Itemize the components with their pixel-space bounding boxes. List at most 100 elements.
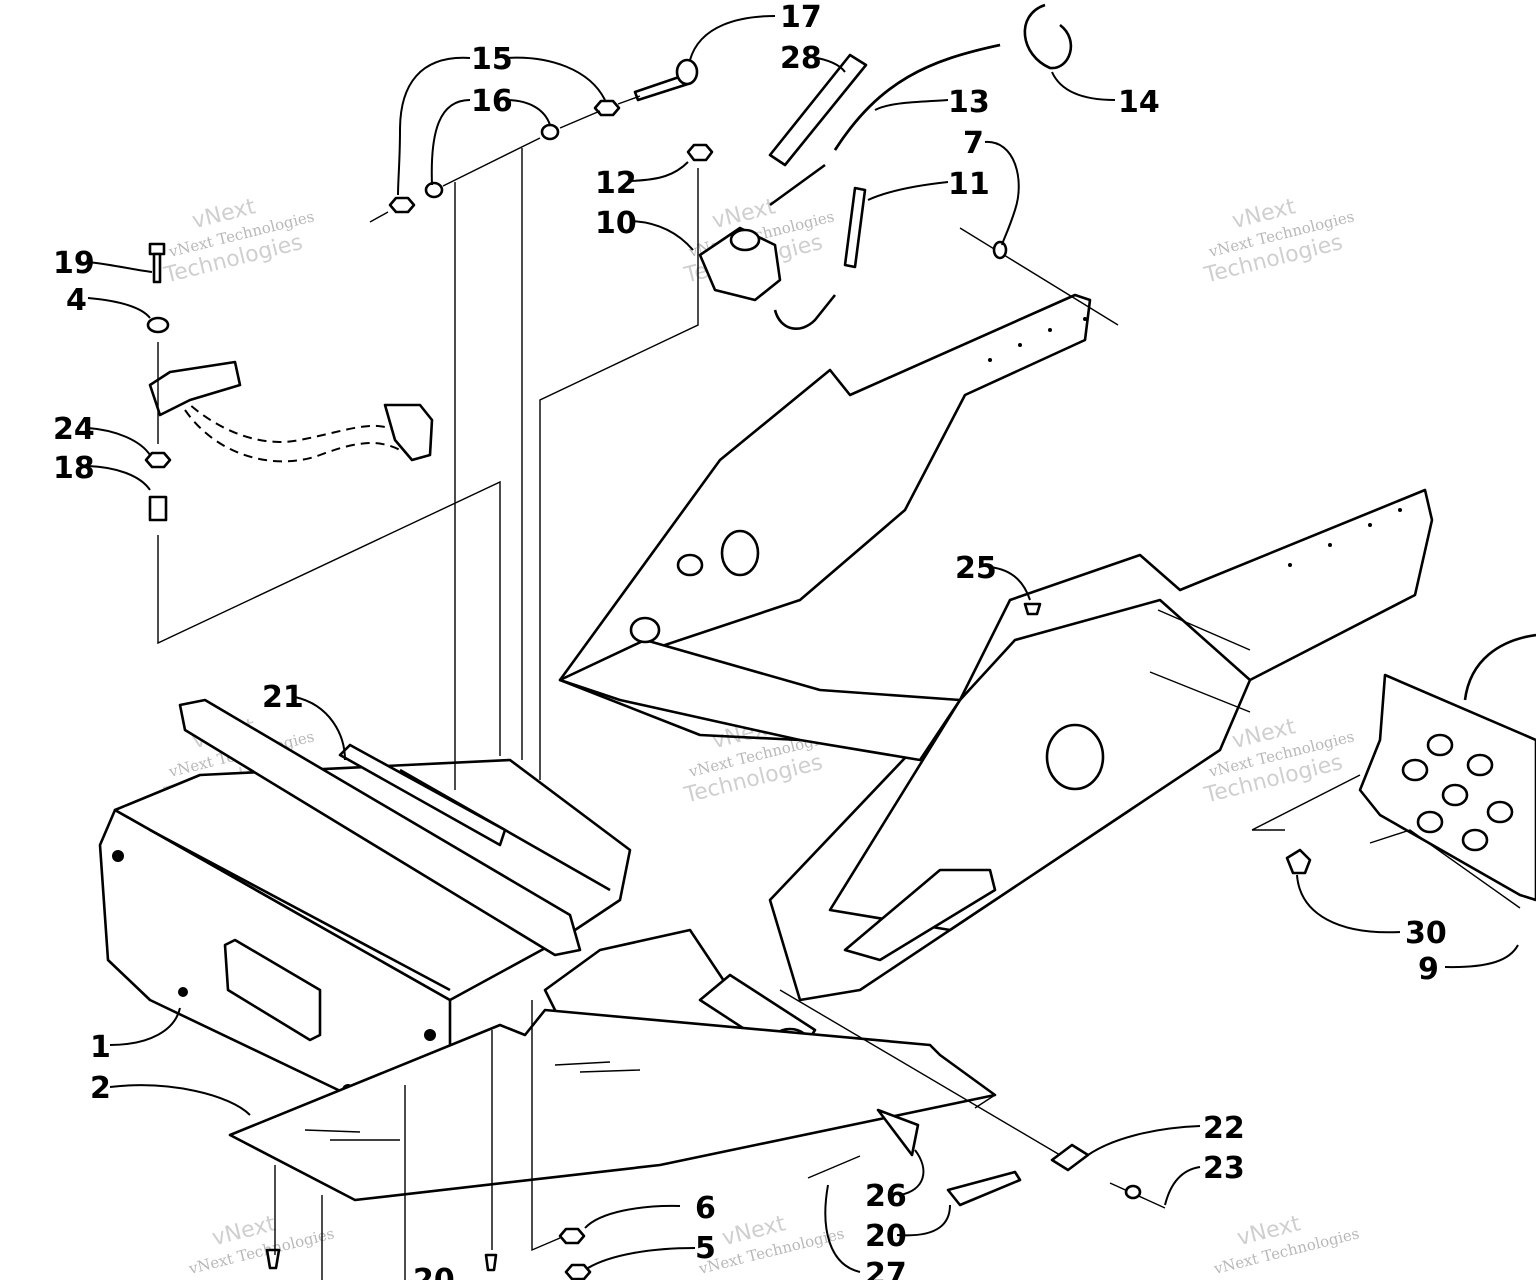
leader-24 [87,427,151,456]
hose-assembly [148,360,434,463]
callout-1: 1 [90,1030,111,1065]
leader-13 [874,99,949,111]
steering-support-bar [338,743,507,847]
callout-21: 21 [262,680,304,715]
cable-7 [959,227,1119,326]
leader-6 [584,1204,681,1229]
callout-30: 30 [1405,916,1447,951]
leader-12 [629,161,689,182]
nut-5 [564,1263,592,1281]
leader-26 [899,1149,925,1196]
callout-18: 18 [53,451,95,486]
strap-20 [946,1170,1022,1207]
decal-26 [876,1108,920,1157]
leader-4 [87,297,151,319]
connector-22 [1050,1143,1090,1172]
callout-4: 4 [66,283,87,318]
steering-arm [178,698,582,957]
nut-15 [593,99,621,117]
callout-23: 23 [1203,1151,1245,1186]
frame-hole-1 [1045,723,1105,791]
rear-panel-arc [1463,633,1536,701]
front-top-deck [113,758,632,1002]
tunnel-cross-member [558,638,962,762]
assembly-lines [157,95,1521,1280]
bumper-opening [223,938,322,1042]
hose-28 [768,53,868,167]
leader-28 [811,56,846,73]
callout-24: 24 [53,412,95,447]
callout-10: 10 [595,206,637,241]
cable-7-end [992,240,1008,260]
leader-21 [294,696,346,761]
leader-23 [1164,1166,1201,1206]
rivet-left [265,1248,281,1270]
skid-pan-plate [228,1008,997,1202]
callout-7: 7 [963,126,984,161]
callout-28: 28 [780,41,822,76]
callout-2: 2 [90,1071,111,1106]
fuel-line-u [773,294,837,330]
clamp-14 [1023,3,1073,70]
callout-12: 12 [595,166,637,201]
rear-left-rail [558,293,1092,682]
leader-16-a [430,99,471,186]
callout-16: 16 [471,84,513,119]
washer-16 [540,123,560,141]
leader-15-b [504,56,606,101]
grommet-25 [1023,602,1042,616]
callout-6: 6 [695,1191,716,1226]
watermark-top-right: vNext vNext Technologies Technologies [1201,194,1356,288]
fuel-pump-cap [729,228,761,252]
callout-22: 22 [1203,1111,1245,1146]
leader-15-a [397,56,471,196]
rivet-20b [484,1253,498,1272]
leader-2 [109,1084,251,1116]
nut-15b [388,196,416,214]
spacer-18 [148,495,168,522]
leader-11 [867,181,949,201]
frame-hole-2 [720,529,760,577]
bolt-17 [633,58,699,102]
fuel-pump-10 [698,226,837,330]
callout-27: 27 [865,1257,907,1280]
hose-segment-a [769,163,826,207]
washer-4 [146,316,170,334]
watermark-bottom-left: vNext vNext Technologies [186,1211,336,1278]
steering-support-21 [338,743,507,847]
rear-panel-9 [1358,633,1536,902]
nut-24 [144,451,172,469]
chassis-frame [98,293,1434,1124]
leader-19 [87,261,153,273]
leader-17 [689,15,776,61]
callout-25: 25 [955,551,997,586]
washer-16b [424,181,444,199]
callout-26: 26 [865,1179,907,1214]
skid-pan-2 [228,1008,997,1202]
hose-11 [843,186,867,269]
callout-5: 5 [695,1231,716,1266]
callout-20-bottom: 20 [413,1263,455,1280]
rear-panel-holes [1401,733,1514,852]
leader-5 [587,1247,696,1269]
nut-12 [686,143,714,162]
callout-20: 20 [865,1219,907,1254]
leader-10 [629,220,694,251]
hose-path-2 [184,409,401,463]
hose-13-inner [833,43,1001,151]
slotted-plate [843,868,997,962]
callout-9: 9 [1418,952,1439,987]
skid-pan-marks [304,1061,641,1141]
leader-20 [896,1204,951,1237]
cable-23-end [1124,1184,1142,1200]
hose-fitting-right [383,403,434,462]
leader-16-b [504,99,551,126]
leader-27 [824,1184,861,1273]
frame-bushing-1 [629,616,661,644]
callout-17: 17 [780,0,822,35]
watermark-bottom-right: vNext vNext Technologies [1211,1211,1361,1278]
frame-bushing-2 [676,553,704,577]
callout-14: 14 [1118,85,1160,120]
